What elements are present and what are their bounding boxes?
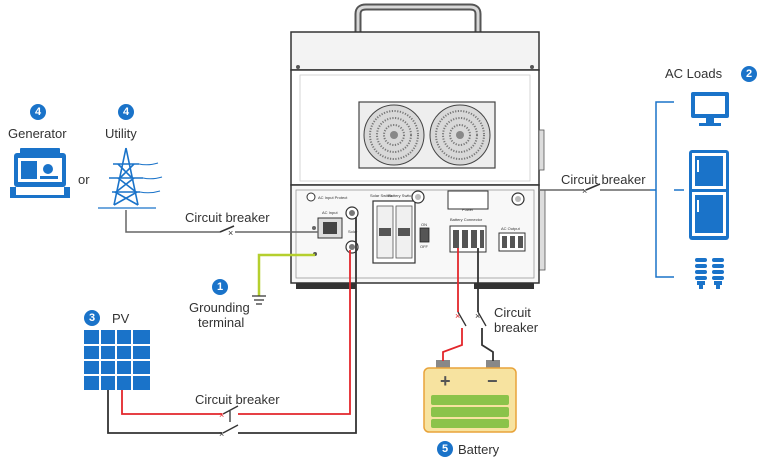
svg-text:×: × — [455, 311, 460, 321]
battery-switch-label: Battery Switch — [388, 193, 414, 198]
ac-output-label: AC Output — [501, 226, 521, 231]
utility-badge: 4 — [118, 104, 134, 120]
generator-badge: 4 — [30, 104, 46, 120]
battery-badge: 5 — [437, 441, 453, 457]
pv-breaker-symbol — [222, 405, 239, 434]
battery-label: Battery — [458, 442, 500, 457]
power-display — [447, 190, 489, 210]
utility-label: Utility — [105, 126, 137, 141]
power-label: Power — [462, 207, 474, 212]
ac-input-label: AC Input — [322, 210, 338, 215]
grounding-label-line2: terminal — [198, 315, 245, 330]
battery-icon — [423, 360, 517, 433]
ac-output-breaker-symbol — [585, 183, 601, 191]
inverter-top-housing — [290, 31, 540, 71]
pv-badge: 3 — [84, 310, 100, 326]
on-off-switch — [419, 227, 430, 243]
inverter-unit: AC Input Protect AC Input Solar Solar Sw… — [290, 3, 546, 289]
battery-connector-label: Battery Connector — [450, 217, 483, 222]
svg-text:×: × — [582, 186, 587, 196]
grounding-badge: 1 — [212, 279, 228, 295]
svg-text:×: × — [219, 410, 224, 420]
svg-text:×: × — [475, 311, 480, 321]
solar-switch-label: Solar Switch — [370, 193, 392, 198]
circuit-breaker-batt-line2: breaker — [494, 320, 539, 335]
battery-minus-sign: − — [487, 371, 498, 391]
on-label: ON — [421, 222, 427, 227]
svg-text:×: × — [228, 228, 233, 238]
ac-input-breaker-symbol — [219, 225, 235, 233]
grounding-wire — [257, 253, 315, 296]
circuit-breaker-ac-out-label: Circuit breaker — [561, 172, 646, 187]
battery-breaker-symbol — [457, 311, 487, 327]
light-bulbs-icon — [695, 258, 724, 289]
ground-symbol — [252, 295, 266, 305]
circuit-breaker-batt-line1: Circuit — [494, 305, 531, 320]
battery-plus-sign: + — [440, 371, 451, 391]
ac-loads-badge: 2 — [741, 66, 757, 82]
pv-solar-panel-icon — [84, 330, 150, 390]
pv-positive-wire — [121, 390, 222, 415]
grounding-label-line1: Grounding — [189, 300, 250, 315]
refrigerator-icon — [689, 150, 729, 240]
inverter-handle — [354, 3, 482, 32]
pv-label: PV — [112, 311, 130, 326]
ac-input-wire — [125, 210, 220, 233]
svg-text:×: × — [219, 429, 224, 439]
utility-pylon-icon — [98, 147, 163, 209]
generator-icon — [10, 148, 70, 198]
solar-label: Solar — [348, 229, 358, 234]
ac-input-protect-label: AC Input Protect — [318, 195, 348, 200]
ac-loads-label: AC Loads — [665, 66, 723, 81]
ac-loads-bracket — [650, 101, 674, 278]
off-label: OFF — [420, 244, 429, 249]
circuit-breaker-pv-label: Circuit breaker — [195, 392, 280, 407]
generator-label: Generator — [8, 126, 67, 141]
ac-input-protect-button — [306, 192, 316, 202]
circuit-breaker-ac-in-label: Circuit breaker — [185, 210, 270, 225]
tv-monitor-icon — [691, 92, 729, 126]
pv-negative-wire — [107, 390, 222, 434]
or-label: or — [78, 172, 90, 187]
